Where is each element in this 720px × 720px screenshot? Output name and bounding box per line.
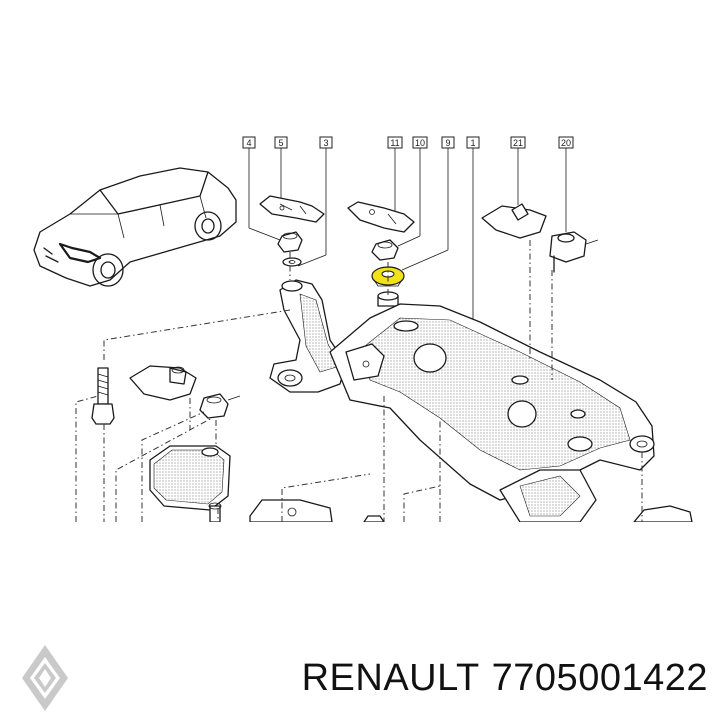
svg-text:1: 1 xyxy=(470,138,475,148)
lower-part-center xyxy=(363,515,385,522)
callout-11: 11 xyxy=(387,136,403,222)
product-caption: RENAULT 7705001422 xyxy=(302,657,708,700)
washer-3 xyxy=(282,257,302,267)
svg-text:21: 21 xyxy=(513,138,523,148)
svg-text:4: 4 xyxy=(246,138,251,148)
callout-20: 20 xyxy=(558,136,574,232)
brand-name: RENAULT xyxy=(301,657,480,699)
svg-text:3: 3 xyxy=(323,138,328,148)
svg-text:9: 9 xyxy=(445,138,450,148)
callout-21: 21 xyxy=(510,136,526,205)
svg-text:5: 5 xyxy=(278,138,283,148)
bracket-5 xyxy=(259,195,325,223)
callout-10: 10 xyxy=(397,136,428,247)
subframe-1 xyxy=(269,279,655,522)
assembly-lines xyxy=(75,240,643,522)
callout-4: 4 xyxy=(242,136,281,241)
svg-text:11: 11 xyxy=(390,138,399,148)
bracket-mount-left xyxy=(129,365,197,401)
bracket-21 xyxy=(481,203,547,239)
mount-20 xyxy=(549,231,599,273)
bracket-11 xyxy=(347,201,415,233)
nut-4 xyxy=(277,231,303,253)
callout-3: 3 xyxy=(297,136,333,267)
svg-text:10: 10 xyxy=(415,138,425,148)
callout-boxes: 4 5 3 11 10 9 xyxy=(242,136,574,325)
callout-9: 9 xyxy=(401,136,455,271)
callout-1: 1 xyxy=(466,136,480,325)
lower-part-right xyxy=(633,505,693,522)
nut-10 xyxy=(371,239,399,261)
callout-5: 5 xyxy=(274,136,288,205)
nut-mount-left xyxy=(199,393,241,419)
rubber-mount-block xyxy=(149,445,231,511)
part-number: 7705001422 xyxy=(491,657,708,699)
stud-lower xyxy=(208,502,222,522)
svg-text:20: 20 xyxy=(561,138,571,148)
lower-bracket-center xyxy=(249,499,333,522)
renault-logo xyxy=(22,645,68,711)
bolt xyxy=(91,367,115,425)
bushing-under-9 xyxy=(377,291,399,307)
car-illustration xyxy=(33,167,237,287)
